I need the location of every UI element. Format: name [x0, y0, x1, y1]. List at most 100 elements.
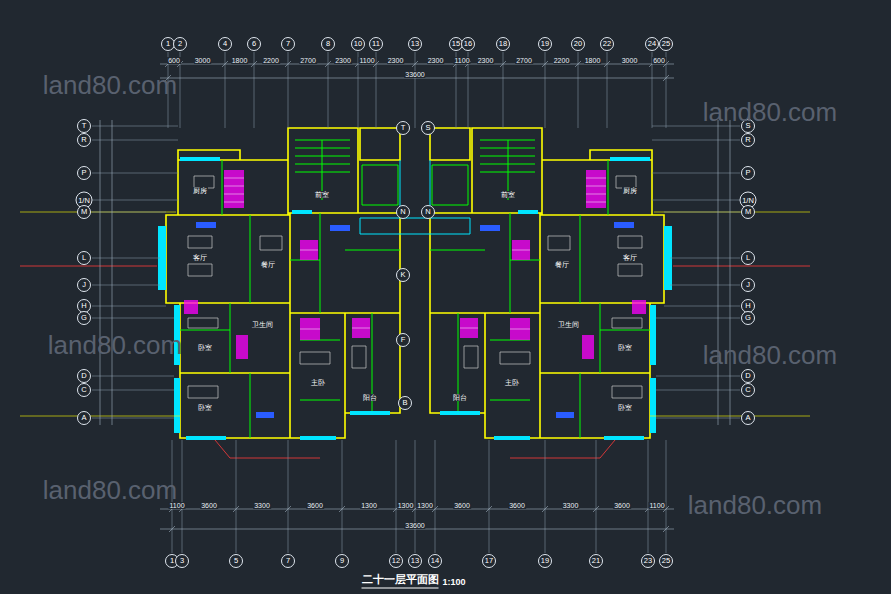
axis-bubble: 9	[335, 554, 349, 568]
room-name: 卧室	[617, 344, 633, 351]
dimension-text-box: 600	[652, 50, 666, 66]
dimension-text-box: 2700	[299, 50, 317, 66]
axis-number: 10	[354, 40, 362, 48]
axis-number: 4	[223, 40, 227, 48]
room-name: 卧室	[197, 344, 213, 351]
axis-number: 7	[286, 557, 290, 565]
dimension-text: 600	[167, 57, 181, 64]
room-name-box: 餐厅	[260, 254, 276, 270]
dimension-text-box: 2200	[553, 50, 571, 66]
room-name-box: 前室	[500, 184, 516, 200]
drawing-title: 二十一层平面图	[362, 572, 439, 589]
dimension-text-box: 1800	[231, 50, 249, 66]
axis-number: 18	[499, 40, 507, 48]
dimension-text-box: 3600	[453, 495, 471, 511]
axis-bubble: 23	[641, 554, 655, 568]
dimension-text: 3600	[306, 502, 324, 509]
axis-bubble: 22	[600, 37, 614, 51]
axis-number: 13	[411, 557, 419, 565]
dimension-text: 3000	[621, 57, 639, 64]
axis-number: D	[745, 372, 750, 380]
room-name: 阳台	[452, 394, 468, 401]
room-name-box: 卧室	[197, 397, 213, 413]
watermark: land80.com	[43, 475, 177, 505]
room-name: 前室	[500, 191, 516, 198]
scale-text-box: 1:100	[442, 572, 465, 588]
dimension-text: 3600	[453, 502, 471, 509]
axis-bubble: M	[741, 205, 755, 219]
axis-number: S	[425, 124, 430, 132]
axis-bubble: P	[741, 166, 755, 180]
axis-number: 6	[252, 40, 256, 48]
axis-bubble: 7	[281, 37, 295, 51]
axis-number: 5	[234, 557, 238, 565]
axis-number: D	[81, 372, 86, 380]
room-name-box: 主卧	[310, 372, 326, 388]
axis-number: A	[745, 414, 750, 422]
axis-number: R	[745, 136, 750, 144]
dimension-text-box: 1100	[358, 50, 375, 66]
dimension-text: 1300	[397, 502, 415, 509]
dimension-text: 1300	[416, 502, 434, 509]
dimension-text-box: 1800	[584, 50, 602, 66]
dimension-text: 2300	[477, 57, 495, 64]
axis-number: J	[746, 281, 750, 289]
axis-number: M	[745, 208, 751, 216]
axis-bubble: 10	[351, 37, 365, 51]
room-name-box: 主卧	[504, 372, 520, 388]
axis-bubble: B	[398, 396, 412, 410]
axis-number: 19	[541, 40, 549, 48]
dimension-text: 2200	[553, 57, 571, 64]
axis-bubble: 13	[408, 37, 422, 51]
watermark-box: land80.com	[703, 342, 837, 368]
axis-bubble: A	[77, 411, 91, 425]
dimension-text-box: 2300	[334, 50, 352, 66]
room-name-box: 卧室	[197, 337, 213, 353]
dimension-text: 2700	[515, 57, 533, 64]
axis-bubble: 6	[247, 37, 261, 51]
axis-number: A	[81, 414, 86, 422]
axis-number: G	[745, 314, 751, 322]
axis-number: 25	[662, 40, 670, 48]
dimension-text-box: 2200	[262, 50, 280, 66]
axis-bubble: M	[77, 205, 91, 219]
axis-bubble: 25	[659, 37, 673, 51]
dimension-text-box: 33600	[404, 515, 425, 531]
axis-bubble: 5	[229, 554, 243, 568]
axis-bubble: 11	[369, 37, 383, 51]
dimension-text-box: 2300	[477, 50, 495, 66]
plan-left	[20, 128, 400, 458]
axis-number: 3	[180, 557, 184, 565]
room-name: 卫生间	[251, 321, 274, 328]
axis-bubble: J	[77, 278, 91, 292]
axis-bubble: N	[421, 205, 435, 219]
axis-number: 11	[372, 40, 380, 48]
room-name-box: 客厅	[192, 247, 208, 263]
room-name-box: 卫生间	[557, 314, 580, 330]
axis-bubble: 19	[538, 554, 552, 568]
dimension-text: 3300	[562, 502, 580, 509]
axis-bubble: F	[396, 333, 410, 347]
axis-bubble: 2	[173, 37, 187, 51]
dimension-text-box: 600	[167, 50, 181, 66]
dimension-text: 1300	[360, 502, 378, 509]
dimension-text: 2700	[299, 57, 317, 64]
room-name: 阳台	[362, 394, 378, 401]
axis-number: 1/N	[78, 196, 90, 204]
axis-number: 8	[326, 40, 330, 48]
axis-bubble: A	[741, 411, 755, 425]
room-name: 卧室	[197, 404, 213, 411]
dimension-text-box: 1300	[416, 495, 434, 511]
axis-number: T	[82, 122, 87, 130]
dimension-text-box: 3600	[200, 495, 218, 511]
dimension-text-box: 2300	[387, 50, 405, 66]
dimension-text: 2300	[334, 57, 352, 64]
axis-bubble: 19	[538, 37, 552, 51]
axis-number: 1	[166, 40, 170, 48]
watermark: land80.com	[703, 340, 837, 370]
dimension-text: 33600	[404, 522, 425, 529]
axis-number: 15	[452, 40, 460, 48]
room-name: 客厅	[192, 254, 208, 261]
room-name-box: 卫生间	[251, 314, 274, 330]
room-name: 餐厅	[554, 261, 570, 268]
